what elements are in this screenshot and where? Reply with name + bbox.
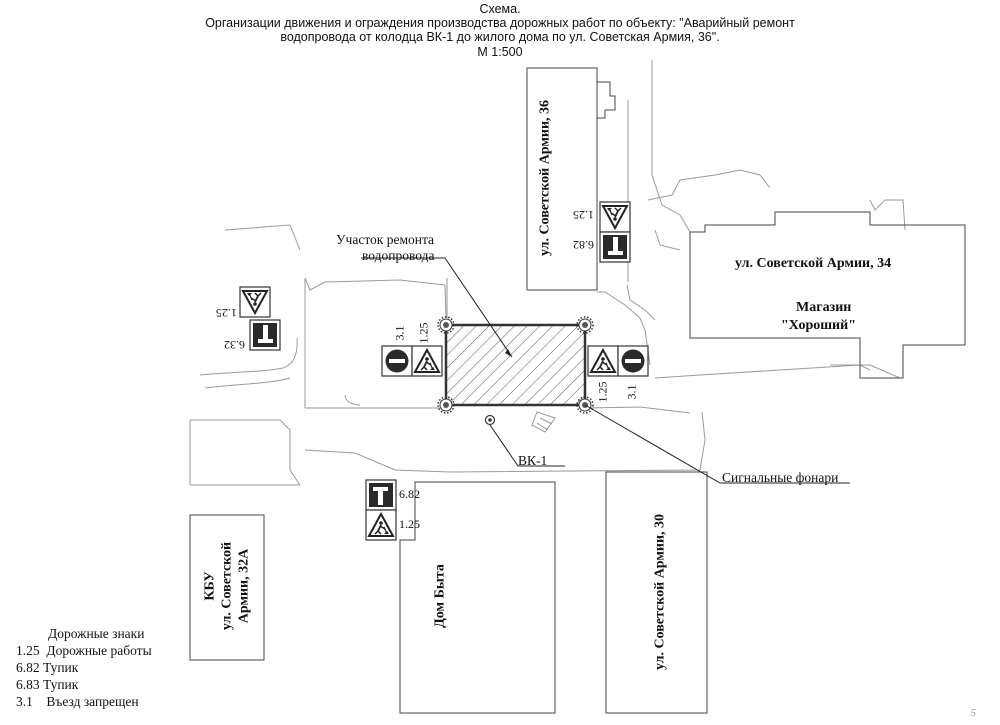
kbu-label-2: ул. Советской	[219, 541, 235, 631]
signal-light-icon	[437, 396, 455, 414]
well-icon	[484, 414, 496, 426]
building-34-label: ул. Советской Армии, 34	[735, 256, 892, 271]
building-30	[605, 471, 708, 714]
legend-item: 3.1 Въезд запрещен	[16, 694, 139, 709]
buildings	[189, 67, 966, 714]
roadwork-sign-icon	[239, 286, 271, 318]
deadend-sign-icon	[599, 231, 631, 263]
roadwork-sign-icon	[587, 345, 619, 377]
well-label: ВК-1	[518, 453, 548, 468]
sign-code-label: 6.82	[399, 487, 420, 501]
legend-item: 6.82 Тупик	[16, 660, 79, 675]
sign-code-label: 3.1	[624, 384, 639, 400]
sign-code-label: 1.25	[216, 306, 237, 320]
kbu-label-3: Армии, 32А	[236, 548, 252, 624]
roadwork-sign-icon	[599, 201, 631, 233]
sign-code-label: 1.25	[573, 208, 594, 222]
legend: Дорожные знаки 1.25 Дорожные работы 6.82…	[16, 625, 152, 710]
sign-code-label: 6.32	[224, 338, 245, 352]
building-36-label: ул. Советской Армии, 36	[537, 99, 553, 257]
page-number: 5	[970, 707, 977, 719]
sign-code-label: 1.25	[416, 322, 431, 344]
roadwork-sign-icon	[365, 509, 397, 541]
building-36	[526, 67, 598, 291]
building-34	[689, 211, 966, 379]
roadwork-sign-icon	[411, 345, 443, 377]
sign-code-label: 3.1	[392, 325, 407, 341]
header-line-3: водопровода от колодца ВК-1 до жилого до…	[280, 30, 720, 44]
repair-area	[444, 323, 587, 407]
deadend-sign-icon	[365, 479, 397, 511]
leader-lines	[361, 257, 850, 484]
header-line-2: Организации движения и ограждения произв…	[205, 16, 795, 30]
sign-code-label: 1.25	[595, 381, 610, 403]
building-dom-byta	[399, 481, 556, 714]
building-kbu	[189, 514, 265, 661]
repair-area-label-2: водопровода	[362, 248, 435, 263]
dom-byta-label: Дом Быта	[432, 564, 448, 628]
sign-code-label: 1.25	[399, 517, 420, 531]
kbu-label-1: КБУ	[202, 571, 218, 601]
header-scale: М 1:500	[477, 45, 523, 59]
no-entry-sign-icon	[617, 345, 649, 377]
shop-label: Магазин	[796, 300, 852, 315]
shop-name-label: "Хороший"	[781, 318, 856, 333]
header-title: Схема.	[479, 2, 521, 16]
legend-title: Дорожные знаки	[48, 626, 145, 641]
deadend-sign-icon	[249, 319, 281, 351]
no-entry-sign-icon	[381, 345, 413, 377]
sign-code-label: 6.82	[573, 238, 594, 252]
road-kerbs	[189, 60, 906, 486]
building-30-label: ул. Советской Армии, 30	[652, 513, 668, 671]
legend-item: 1.25 Дорожные работы	[16, 643, 152, 658]
repair-area-label: Участок ремонта	[336, 232, 435, 247]
kbu-label: КБУ ул. Советской Армии, 32А	[202, 542, 253, 630]
signal-lights-label: Сигнальные фонари	[722, 470, 839, 485]
legend-item: 6.83 Тупик	[16, 677, 79, 692]
